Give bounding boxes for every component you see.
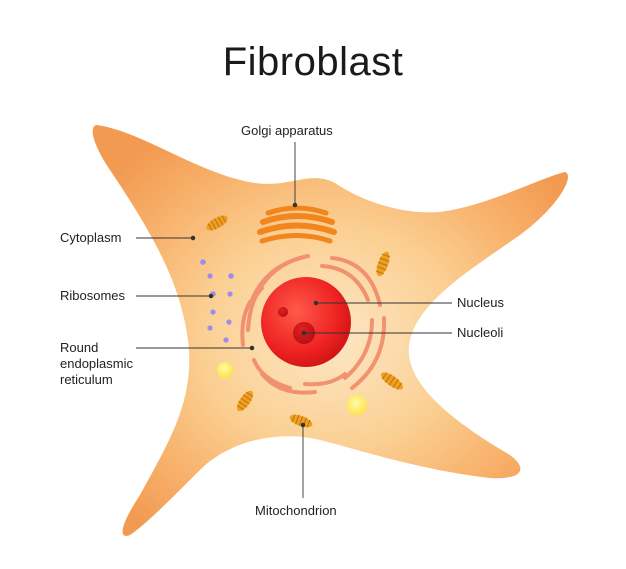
leader-lines — [136, 142, 452, 498]
golgi-apparatus — [257, 205, 337, 244]
vesicles — [217, 362, 367, 415]
label-nucleoli: Nucleoli — [457, 325, 504, 340]
label-cytoplasm: Cytoplasm — [60, 230, 122, 245]
rough-endoplasmic-reticulum — [240, 254, 387, 395]
label-rer-line1: Round — [60, 340, 99, 355]
mitochondria — [206, 215, 404, 428]
label-mitochondrion: Mitochondrion — [255, 503, 337, 518]
nucleolus-small — [278, 307, 288, 317]
label-ribosomes: Ribosomes — [60, 288, 126, 303]
ribosomes — [200, 259, 234, 343]
label-rer-line3: reticulum — [60, 372, 113, 387]
diagram-title: Fibroblast — [222, 40, 404, 84]
label-golgi-apparatus: Golgi apparatus — [241, 123, 333, 138]
nucleus — [261, 277, 351, 367]
label-nucleus: Nucleus — [457, 295, 504, 310]
label-rer-line2: endoplasmic — [60, 356, 133, 371]
